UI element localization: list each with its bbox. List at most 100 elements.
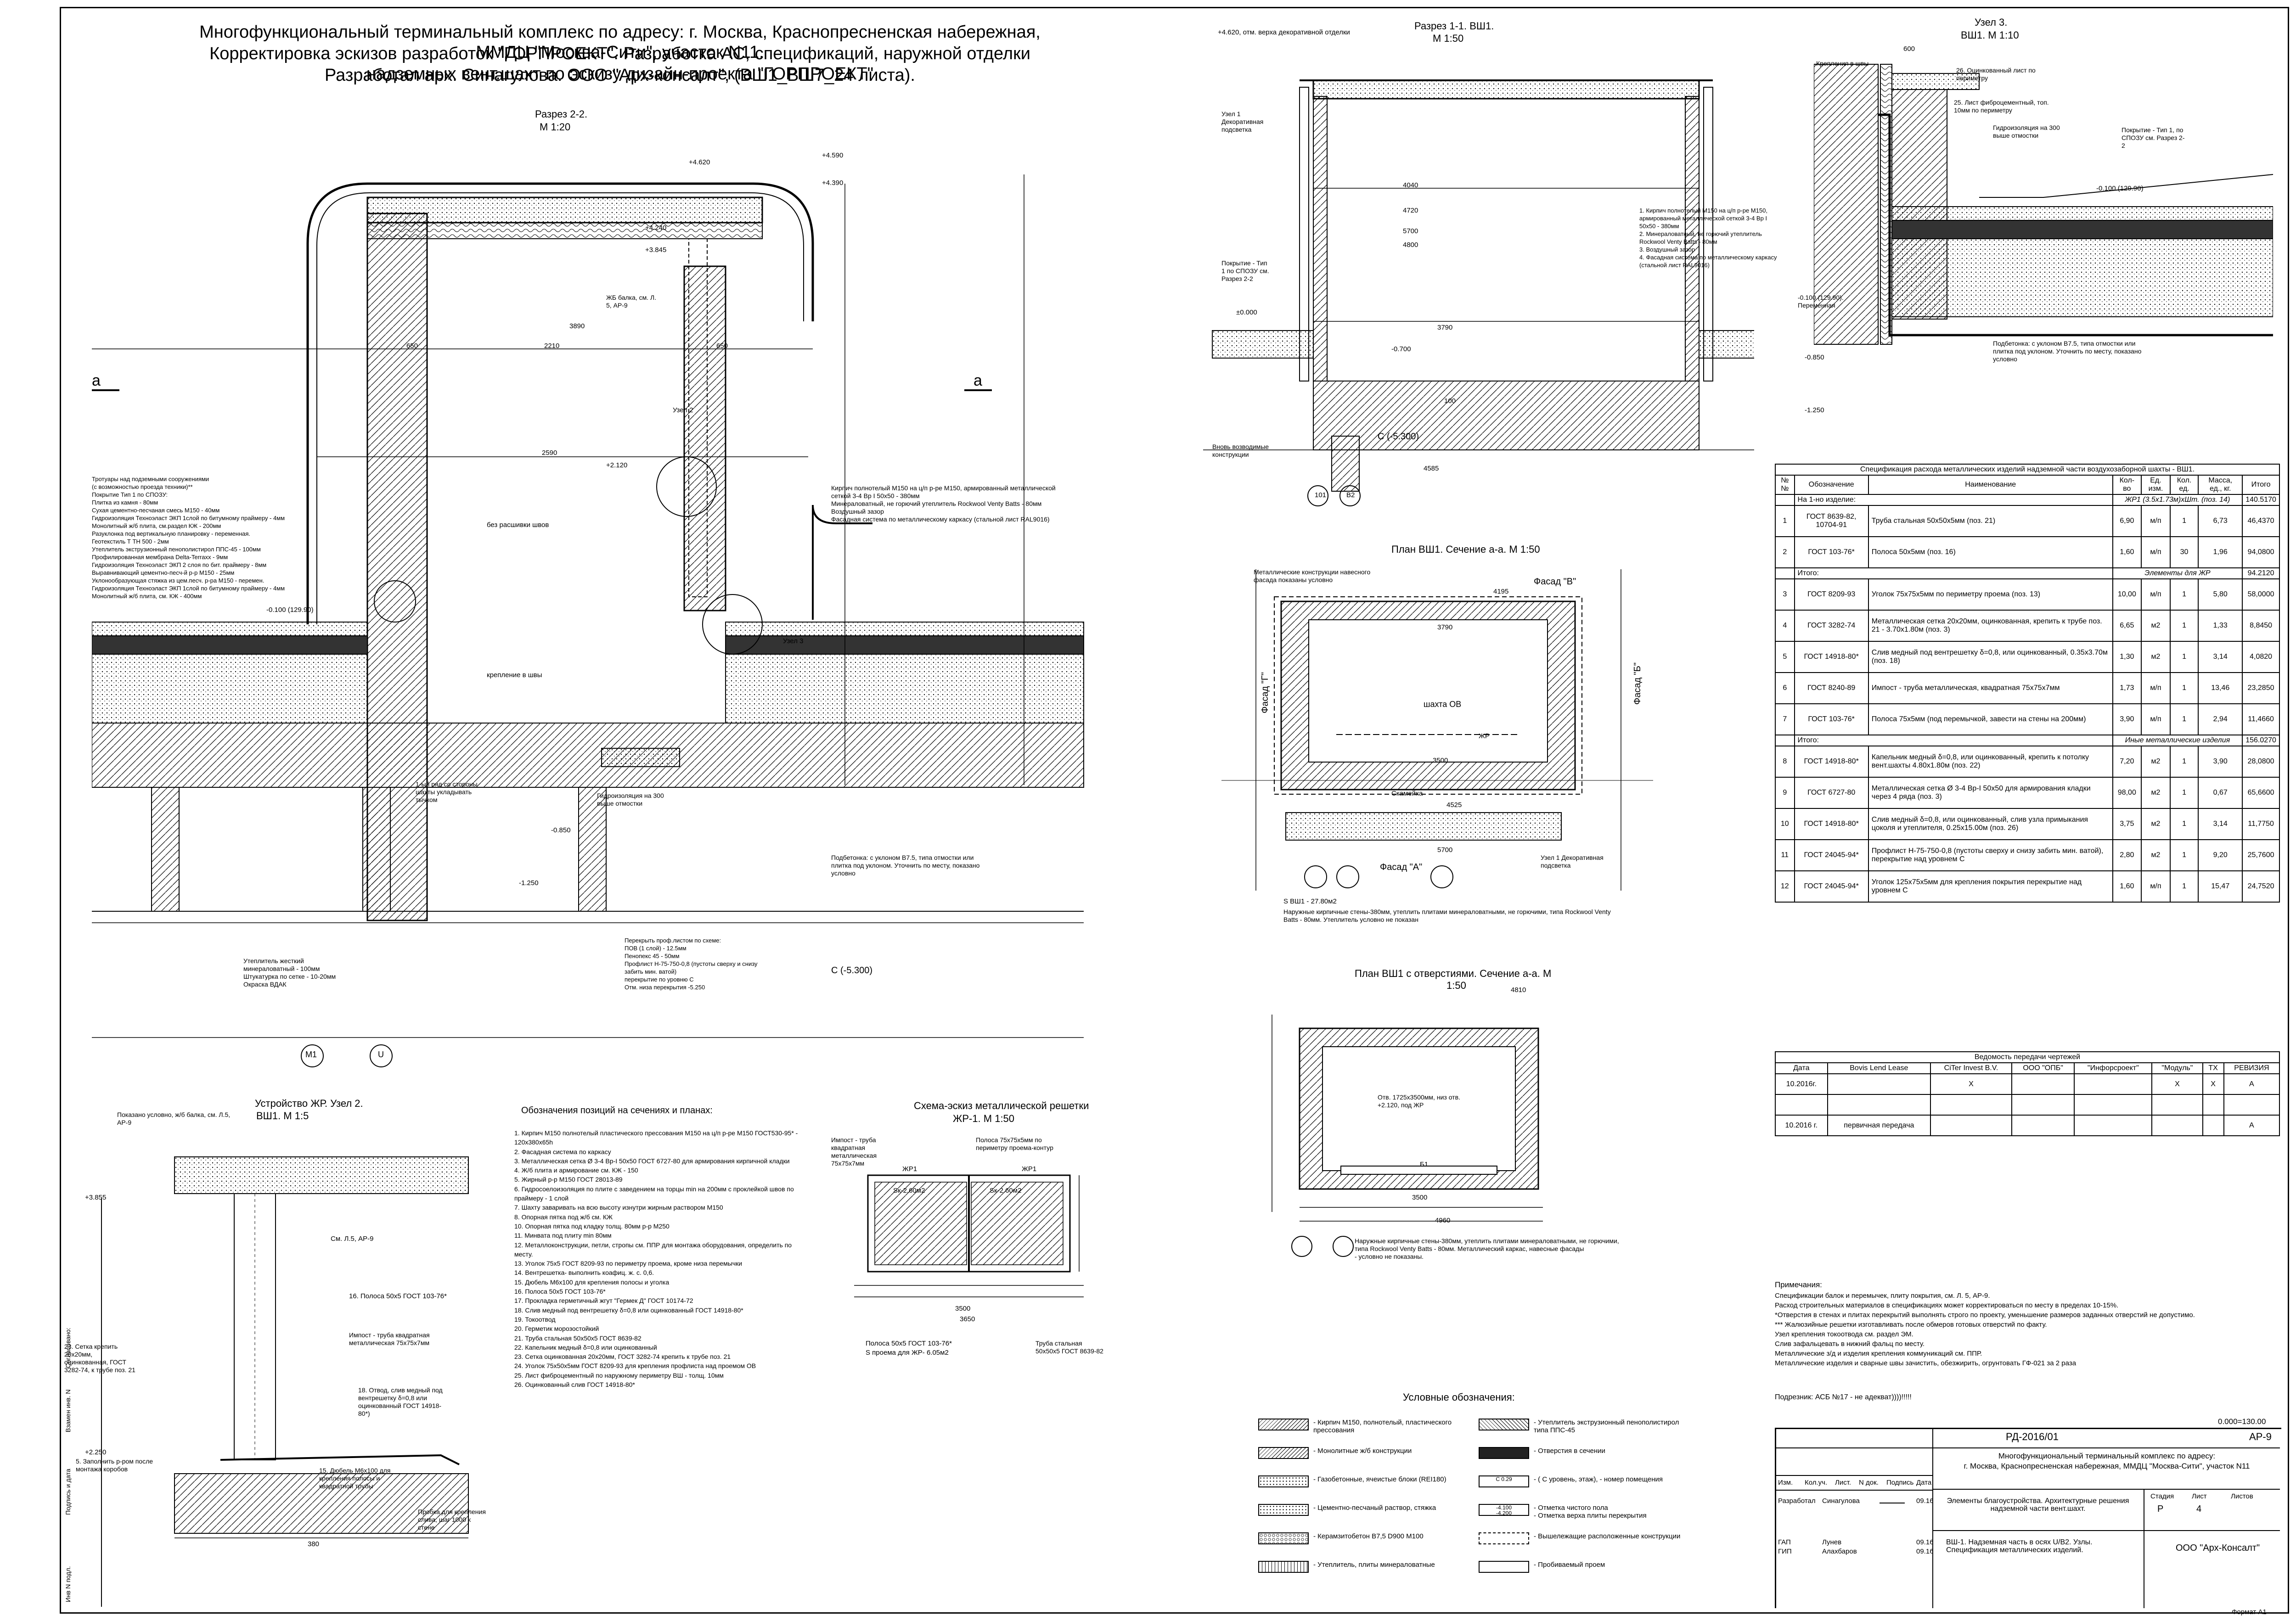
node3-title: Узел 3.: [1975, 17, 2008, 28]
spec-cell: Металлическая сетка 20х20мм, оцинкованна…: [1868, 610, 2113, 642]
spec-cell: [2074, 1073, 2153, 1095]
side-stamp: [60, 1198, 102, 1607]
plan-aa-dim3500: 3500: [1433, 757, 1448, 764]
node3-26: 26. Оцинкованный лист по периметру: [1956, 67, 2036, 82]
spec-cell: Полоса 50х5мм (поз. 16): [1868, 536, 2113, 568]
plan-aa-dim4195: 4195: [1493, 588, 1509, 595]
spec-cell: [2151, 1115, 2203, 1136]
sheet-frame: [60, 7, 2289, 1614]
notes-list: Спецификации балок и перемычек, плиту по…: [1775, 1291, 2280, 1368]
level-4240: +4.240: [645, 224, 667, 232]
legend-label: - Монолитные ж/б конструкции: [1313, 1447, 1412, 1455]
level-0850: -0.850: [551, 826, 571, 834]
position-item: 15. Дюбель М6х100 для крепления полосы и…: [514, 1278, 670, 1286]
s11-node1: Узел 1 Декоративная подсветка: [1221, 110, 1264, 133]
spec-cell: ГОСТ 24045-94*: [1794, 839, 1869, 871]
spec-cell: [2011, 1115, 2075, 1136]
spec-cell: 28,0800: [2242, 746, 2280, 778]
callout-subbase: Подбетонка: с уклоном В7.5, типа отмостк…: [831, 854, 980, 877]
dim-3890: 3890: [569, 322, 585, 330]
node3-cover: Покрытие - Тип 1, по СПОЗУ см. Разрез 2-…: [2122, 126, 2185, 149]
spec-cell: На 1-но изделие:: [1794, 494, 2113, 506]
notes-podrez: Подрезник: АСБ №17 - не адекват))))!!!!!: [1775, 1393, 1912, 1401]
spec-cell: 6,65: [2112, 610, 2142, 642]
position-item: 5. Жирный р-р М150 ГОСТ 28013-89: [514, 1176, 623, 1183]
node3-25: 25. Лист фиброцементный, топ. 10мм по пе…: [1954, 99, 2049, 114]
spec-cell: X: [2151, 1073, 2203, 1095]
spec-cell: ТХ: [2202, 1062, 2224, 1074]
spec-cell: 1: [2169, 505, 2199, 537]
tb-col-5: Дата: [1916, 1479, 1932, 1486]
s11-c-level: С (-5.300): [1378, 432, 1419, 442]
position-item: 10. Опорная пятка под кладку толщ. 80мм …: [514, 1222, 670, 1230]
spec-cell: 5,80: [2198, 578, 2243, 611]
spec-cell: 6,90: [2112, 505, 2142, 537]
node2-c3: Импост - труба квадратная металлическая …: [349, 1331, 430, 1346]
spec-cell: A: [2223, 1073, 2280, 1095]
spec-cell: м/п: [2141, 870, 2171, 903]
tb-sheets-h: Листов: [2231, 1492, 2253, 1500]
s11-new: Вновь возводимые конструкции: [1212, 443, 1269, 458]
callout-node3: Узел 3: [783, 637, 804, 645]
s11-cover: Покрытие - Тип 1 по СПОЗУ см. Разрез 2-2: [1221, 259, 1269, 282]
tb-date1: 09.16: [1916, 1497, 1934, 1505]
spec-cell: ЖР1 (3.5х1.73м)хШт. (поз. 14): [2112, 494, 2243, 506]
legend-swatch: С 0.29: [1479, 1475, 1529, 1487]
grid-dim3500: 3500: [955, 1305, 971, 1313]
spec-cell: 3: [1775, 578, 1795, 611]
spec-cell: 11: [1775, 839, 1795, 871]
spec-cell: [2151, 1094, 2203, 1116]
header-line-3: Разработал арх. Синагулова. ООО "Арх-кон…: [325, 66, 915, 85]
spec-cell: 1: [1775, 505, 1795, 537]
spec-cell: 5: [1775, 641, 1795, 673]
plan-aa-shaft: шахта ОВ: [1424, 700, 1462, 709]
grid-b3: Труба стальная 50х50х5 ГОСТ 8639-82: [1035, 1340, 1103, 1355]
level-1250: -1.250: [519, 879, 539, 887]
legend-label: - Утеплитель, плиты минераловатные: [1313, 1561, 1435, 1569]
spec-cell: [2202, 1115, 2224, 1136]
svg-text:а: а: [92, 372, 101, 389]
spec-cell: ГОСТ 14918-80*: [1794, 746, 1869, 778]
plan-holes-dim3500: 3500: [1412, 1194, 1428, 1201]
note-line: *** Жалюзийные решетки изготавливать пос…: [1775, 1321, 2047, 1329]
spec-cell: Итого:: [1794, 735, 2113, 746]
spec-cell: Иные металлические изделия: [2112, 735, 2243, 746]
spec-cell: 8: [1775, 746, 1795, 778]
spec-cell: Масса, ед., кг.: [2198, 475, 2243, 495]
spec-cell: 13,46: [2198, 672, 2243, 704]
side-stamp-3: Инв N подл.: [64, 1566, 72, 1602]
spec-cell: Уголок 125х75х5мм для крепления покрытия…: [1868, 870, 2113, 903]
legend-label: - Газобетонные, ячеистые блоки (REI180): [1313, 1475, 1446, 1483]
plan-holes-b1: Б1: [1420, 1161, 1429, 1168]
section11-scale: М 1:50: [1433, 33, 1464, 44]
spec-cell: 15,47: [2198, 870, 2243, 903]
position-item: 16. Полоса 50х5 ГОСТ 103-76*: [514, 1288, 606, 1296]
note-line: *Отверстия в стенах и плитах перекрытий …: [1775, 1311, 2195, 1319]
grid-b1: Полоса 50х5 ГОСТ 103-76*: [866, 1340, 952, 1347]
spec-cell: м2: [2141, 839, 2171, 871]
spec-cell: [1775, 567, 1795, 579]
spec-cell: [1827, 1073, 1931, 1095]
c-level-22: С (-5.300): [831, 965, 873, 976]
section11-title: Разрез 1-1. ВШ1.: [1414, 20, 1494, 32]
spec-cell: [2074, 1094, 2153, 1116]
s11-dim-4585: 100: [1444, 397, 1456, 405]
spec-cell: 6: [1775, 672, 1795, 704]
s11-note: 1. Кирпич полнотелый М150 на ц/п р-ре М1…: [1639, 207, 1777, 269]
tb-date2: 09.16: [1916, 1538, 1934, 1546]
axis-m1: М1: [305, 1050, 317, 1059]
dim-2590: 2590: [542, 449, 557, 457]
s11-axis-101: 101: [1315, 491, 1327, 499]
spec-cell: "Модуль": [2151, 1062, 2203, 1074]
position-item: 3. Металлическая сетка Ø 3-4 Вр-I 50х50 …: [514, 1157, 790, 1165]
level-4590: +4.590: [822, 151, 844, 159]
spec-cell: 4: [1775, 610, 1795, 642]
node2-dim: 380: [308, 1540, 320, 1548]
facade-a: Фасад "А": [1380, 862, 1423, 872]
node2-scale: ВШ1. М 1:5: [256, 1110, 309, 1122]
tb-name2: Лунев: [1822, 1538, 1842, 1546]
tb-desc: ВШ-1. Надземная часть в осях U/B2. Узлы.…: [1946, 1538, 2093, 1554]
tb-sheet: 4: [2196, 1504, 2202, 1514]
facade-g: Фасад "Г": [1260, 672, 1270, 713]
position-item: 13. Уголок 75х5 ГОСТ 8209-93 по периметр…: [514, 1260, 743, 1268]
